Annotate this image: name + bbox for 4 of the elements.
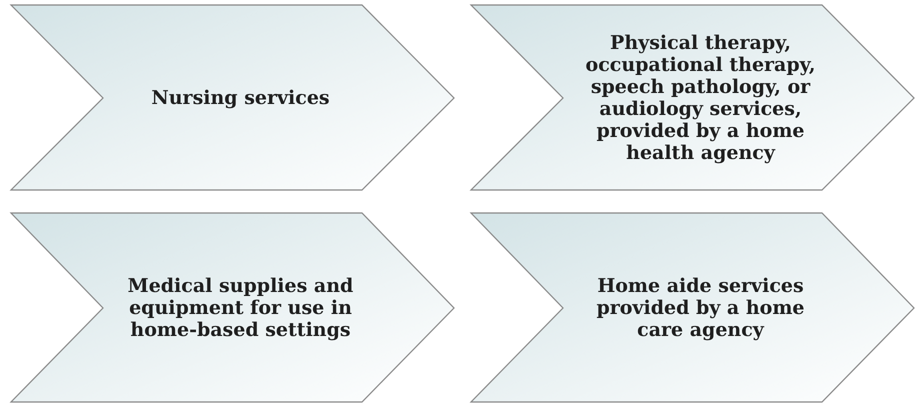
- chevron-label: Physical therapy, occupational therapy, speech pathology, or audiology services, provided by a home health agency: [584, 32, 816, 164]
- chevron-label: Nursing services: [151, 87, 330, 109]
- chevron-label: Home aide services provided by a home care agency: [595, 275, 806, 341]
- chevron-label: Medical supplies and equipment for use in home-based settings: [126, 275, 354, 341]
